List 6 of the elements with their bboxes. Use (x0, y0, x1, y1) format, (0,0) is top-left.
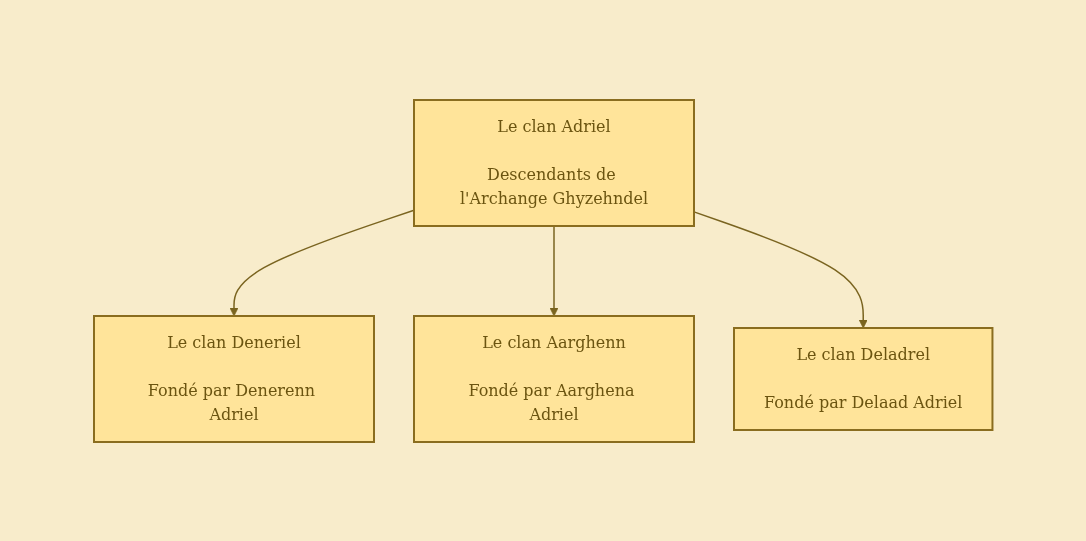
node-box: Le clan Adriel Descendants de l'Archange Ghyzehndel (412, 98, 695, 227)
node-box: Le clan Deladrel Fondé par Delaad Adriel (732, 326, 994, 431)
arrow (693, 210, 868, 328)
node-box: Le clan Deneriel Fondé par Denerenn Adriel (92, 314, 375, 443)
node-box: Le clan Aarghenn Fondé par Aarghena Adriel (412, 314, 695, 443)
arrow (549, 224, 559, 316)
